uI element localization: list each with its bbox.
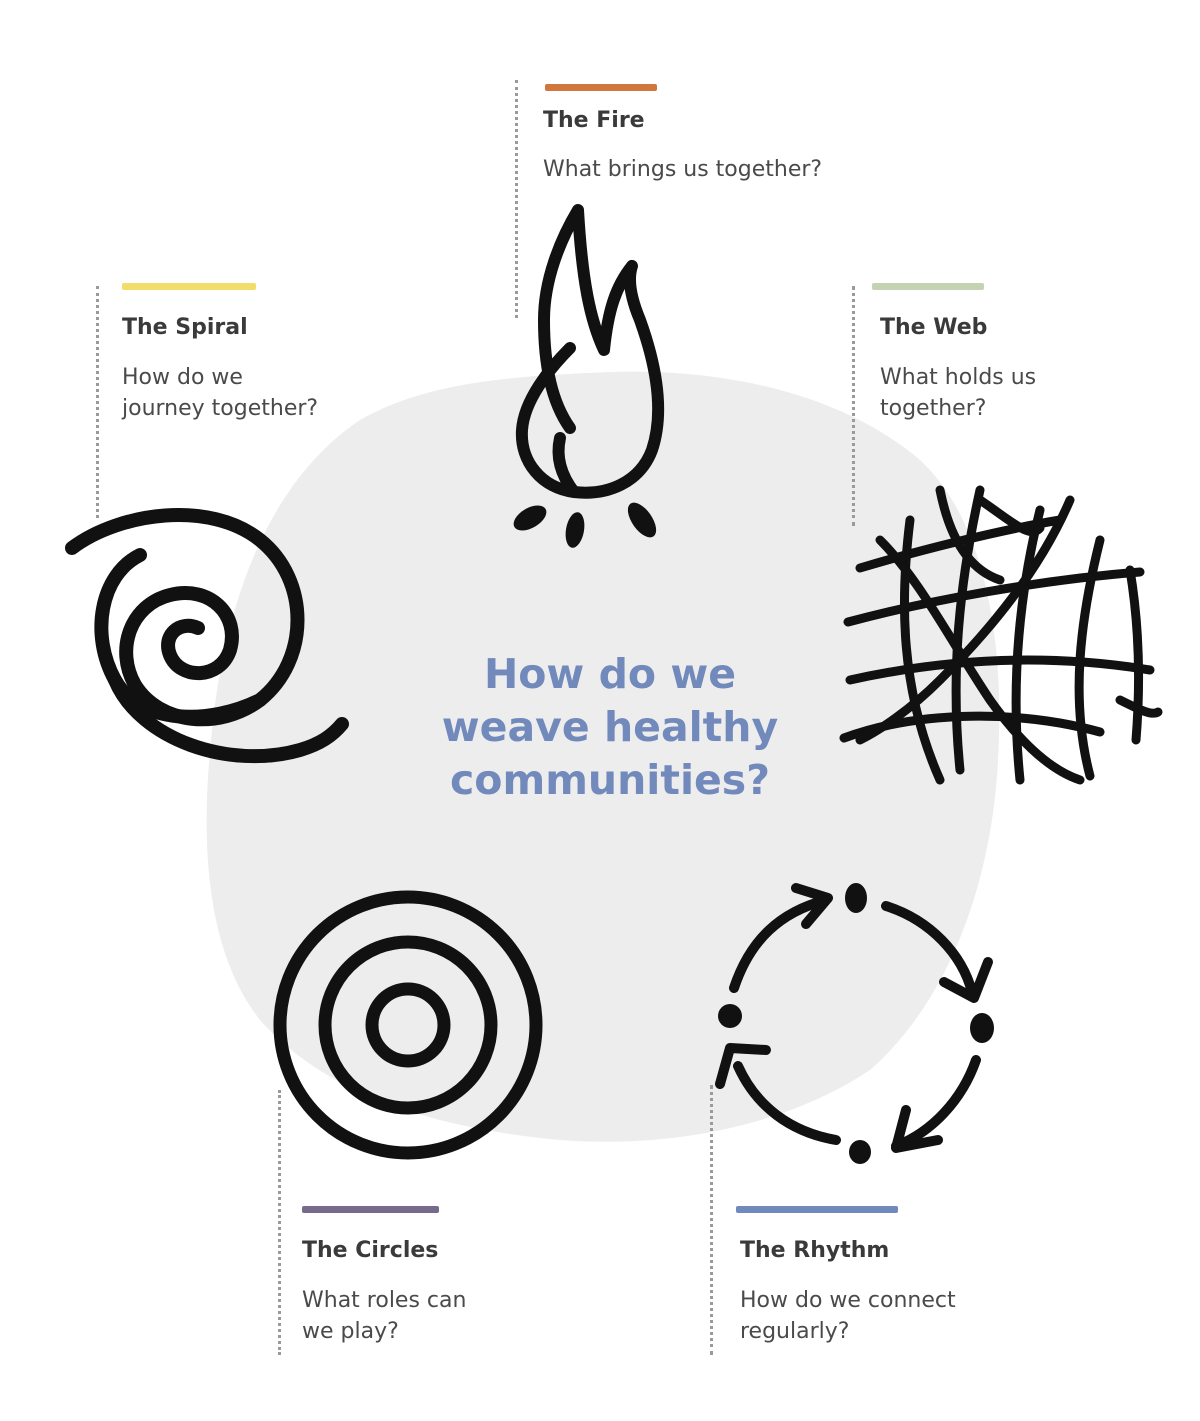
- circles-color-bar: [302, 1206, 439, 1213]
- circles-title: The Circles: [302, 1238, 439, 1263]
- rhythm-question-line-2: regularly?: [740, 1319, 850, 1344]
- rhythm-question-line-1: How do we connect: [740, 1288, 956, 1313]
- fire-title: The Fire: [543, 108, 645, 133]
- circles-question-line-2: we play?: [302, 1319, 399, 1344]
- circles-dotted-line: [278, 1090, 281, 1355]
- fire-color-bar: [545, 84, 657, 91]
- circles-question: What roles can we play?: [302, 1285, 466, 1347]
- background-shape: [206, 371, 1000, 1142]
- circles-question-line-1: What roles can: [302, 1288, 467, 1313]
- rhythm-dotted-line: [710, 1085, 713, 1355]
- web-dotted-line: [852, 286, 855, 526]
- spiral-title: The Spiral: [122, 315, 248, 340]
- rhythm-title: The Rhythm: [740, 1238, 890, 1263]
- web-color-bar: [872, 283, 984, 290]
- center-question: How do we weave healthy communities?: [400, 648, 820, 807]
- center-question-line-2: weave healthy: [441, 703, 779, 751]
- web-question-line-2: together?: [880, 396, 987, 421]
- flame-icon: [513, 204, 665, 548]
- spiral-color-bar: [122, 283, 256, 290]
- spiral-dotted-line: [96, 286, 99, 518]
- spiral-question: How do we journey together?: [122, 362, 318, 424]
- spiral-question-line-2: journey together?: [122, 396, 319, 421]
- spiral-icon: [65, 508, 349, 764]
- rhythm-color-bar: [736, 1206, 898, 1213]
- center-question-line-1: How do we: [483, 650, 737, 698]
- fire-question: What brings us together?: [543, 154, 822, 185]
- web-question: What holds us together?: [880, 362, 1036, 424]
- web-title: The Web: [880, 315, 988, 340]
- web-question-line-1: What holds us: [880, 365, 1037, 390]
- cycle-arrows-icon: [715, 883, 994, 1164]
- rhythm-question: How do we connect regularly?: [740, 1285, 956, 1347]
- concentric-circles-icon: [273, 890, 543, 1160]
- spiral-question-line-1: How do we: [122, 365, 243, 390]
- center-question-line-3: communities?: [450, 756, 770, 804]
- fire-question-line-1: What brings us together?: [543, 157, 823, 182]
- web-icon: [839, 485, 1163, 785]
- fire-dotted-line: [515, 80, 518, 318]
